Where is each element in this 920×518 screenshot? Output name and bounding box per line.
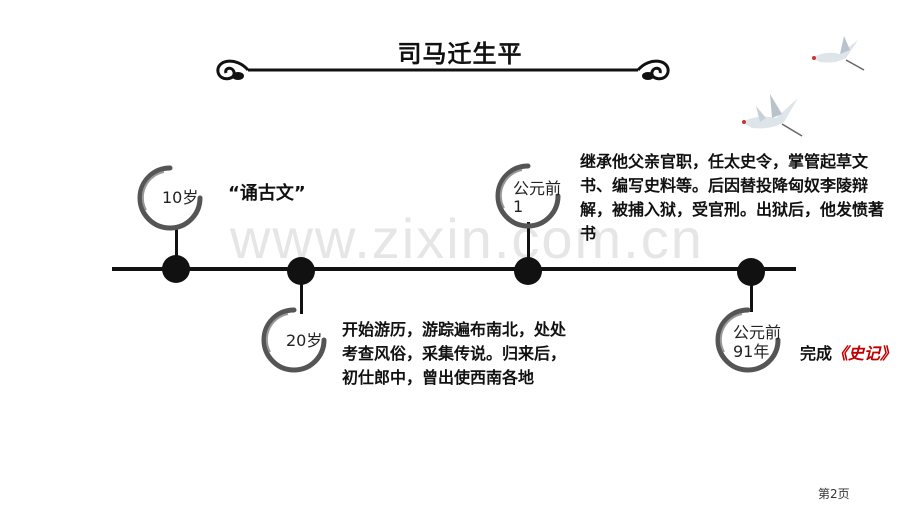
event4-stem <box>750 272 753 312</box>
crane-icon <box>742 94 803 137</box>
event3-ink-circle-icon <box>495 163 561 229</box>
event3-badge-line1: 公元前 <box>513 179 562 198</box>
event1-desc: “诵古文” <box>228 183 306 204</box>
event4-badge-line1: 公元前 <box>733 323 782 342</box>
event4-desc: 完成《史记》 <box>800 342 896 366</box>
event2-badge: 20岁 <box>286 331 323 350</box>
event3-dot <box>514 257 542 285</box>
slide-title: 司马迁生平 <box>397 40 523 68</box>
event1-stem <box>175 226 178 268</box>
event3-badge-line2: 1 <box>513 197 524 216</box>
page-number: 第2页 <box>818 487 850 501</box>
event4-badge-line2: 91年 <box>733 342 770 361</box>
event1-ink-circle-icon <box>137 165 203 231</box>
event4-book-title: 《史记》 <box>832 344 897 363</box>
ornament-divider-icon <box>216 59 670 81</box>
event3-desc: 继承他父亲官职，任太史令，掌管起草文书、编写史料等。后因替投降匈奴李陵辩解，被捕… <box>580 152 885 243</box>
event4-ink-circle-icon <box>715 307 781 373</box>
crane-icon <box>812 36 865 71</box>
event4-desc-prefix: 完成 <box>800 344 833 363</box>
event2-stem <box>300 270 303 314</box>
event1-badge: 10岁 <box>162 188 199 207</box>
event2-ink-circle-icon <box>261 307 327 373</box>
event1-dot <box>162 255 190 283</box>
event3-stem <box>527 222 530 268</box>
timeline-axis <box>112 267 796 271</box>
event2-desc: 开始游历，游踪遍布南北，处处考查风俗，采集传说。归来后，初仕郎中，曾出使西南各地 <box>342 320 567 387</box>
